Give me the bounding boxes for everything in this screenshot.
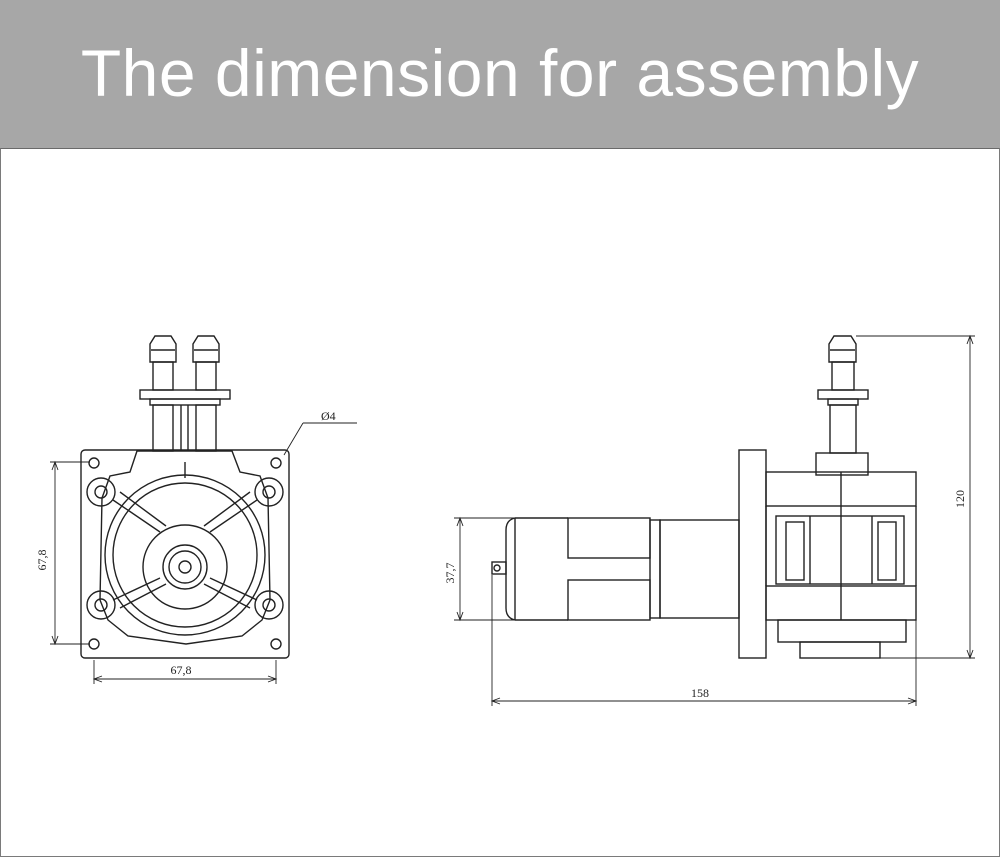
hole-diameter-label: Ø4 (321, 409, 336, 423)
front-height-label: 67,8 (35, 550, 49, 571)
side-mounting-flange (738, 449, 767, 659)
motor-gearbox (659, 519, 740, 619)
motor-terminal (491, 561, 507, 575)
side-length-label: 158 (691, 686, 709, 700)
side-hose-fitting (817, 335, 869, 454)
front-mounting-plate (80, 449, 290, 659)
title-banner: The dimension for assembly (0, 0, 1000, 148)
front-view (80, 335, 290, 659)
corner-screws (86, 477, 284, 620)
front-hose-fittings (139, 335, 231, 452)
side-height-label: 120 (953, 490, 967, 508)
side-neck (815, 452, 869, 476)
rotor-cover (142, 524, 228, 610)
front-width-label: 67,8 (171, 663, 192, 677)
page-title: The dimension for assembly (80, 36, 920, 110)
side-dimensions (454, 334, 975, 706)
side-view (491, 335, 917, 659)
mounting-hole (88, 457, 100, 469)
mounting-hole (270, 638, 282, 650)
mounting-hole (88, 638, 100, 650)
motor-diameter-label: 37,7 (443, 563, 457, 584)
front-dimensions (50, 422, 357, 684)
pump-head-housing (99, 450, 271, 645)
mounting-hole (270, 457, 282, 469)
